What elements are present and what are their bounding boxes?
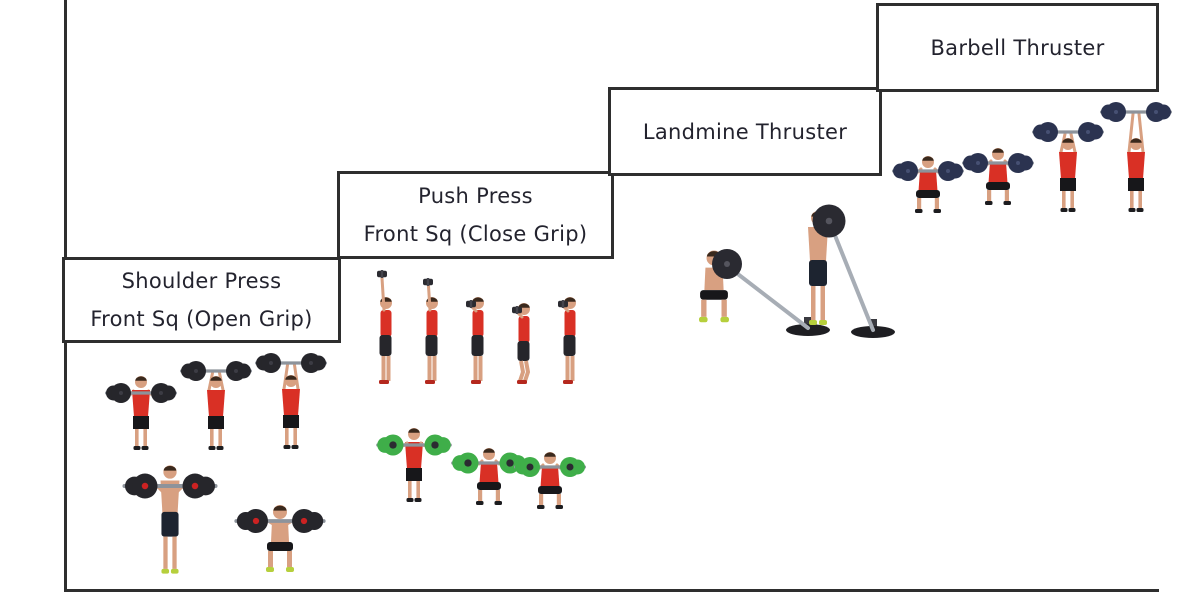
front-squat-close-grip-image	[372, 400, 587, 515]
lifter-figure	[255, 353, 327, 449]
lifter-figure	[466, 297, 484, 384]
shoulder-press-sequence-image	[103, 350, 333, 455]
lifter-figure	[451, 448, 527, 505]
lifter-figure	[376, 428, 452, 502]
step-label-box-landmine-thruster: Landmine Thruster	[608, 87, 882, 176]
lifter-figure	[234, 505, 326, 572]
step-label-line: Barbell Thruster	[930, 35, 1105, 60]
lifter-figure	[377, 270, 392, 384]
step-label-line: Landmine Thruster	[642, 119, 848, 144]
lifter-figure	[558, 297, 576, 384]
step-label-line: Shoulder Press	[121, 269, 282, 293]
lifter-figure	[512, 303, 530, 384]
step-label-box-shoulder-press: Shoulder Press Front Sq (Open Grip)	[62, 257, 341, 343]
lifter-figure	[962, 148, 1034, 205]
lifter-figure	[1100, 102, 1172, 212]
step-label-line: Front Sq (Close Grip)	[363, 222, 588, 246]
lifter-figure	[423, 278, 438, 384]
lifter-figure	[699, 249, 742, 323]
lifter-figure	[892, 156, 964, 213]
lifter-figure	[180, 361, 252, 450]
staircase-bottom-border	[64, 589, 1159, 592]
landmine-thruster-image	[646, 180, 901, 350]
front-squat-open-grip-image	[95, 452, 340, 587]
lifter-figure	[105, 376, 177, 450]
lifter-figure	[514, 452, 586, 509]
step-label-line: Front Sq (Open Grip)	[90, 307, 313, 331]
lifter-figure	[122, 465, 218, 574]
step-label-box-push-press: Push Press Front Sq (Close Grip)	[337, 171, 614, 259]
lifter-figure	[1032, 122, 1104, 212]
step-label-box-barbell-thruster: Barbell Thruster	[876, 3, 1159, 92]
lifter-figure	[808, 204, 846, 325]
step-label-line: Push Press	[418, 184, 533, 208]
push-press-sequence-image	[363, 262, 593, 392]
barbell-thruster-sequence-image	[892, 98, 1172, 233]
